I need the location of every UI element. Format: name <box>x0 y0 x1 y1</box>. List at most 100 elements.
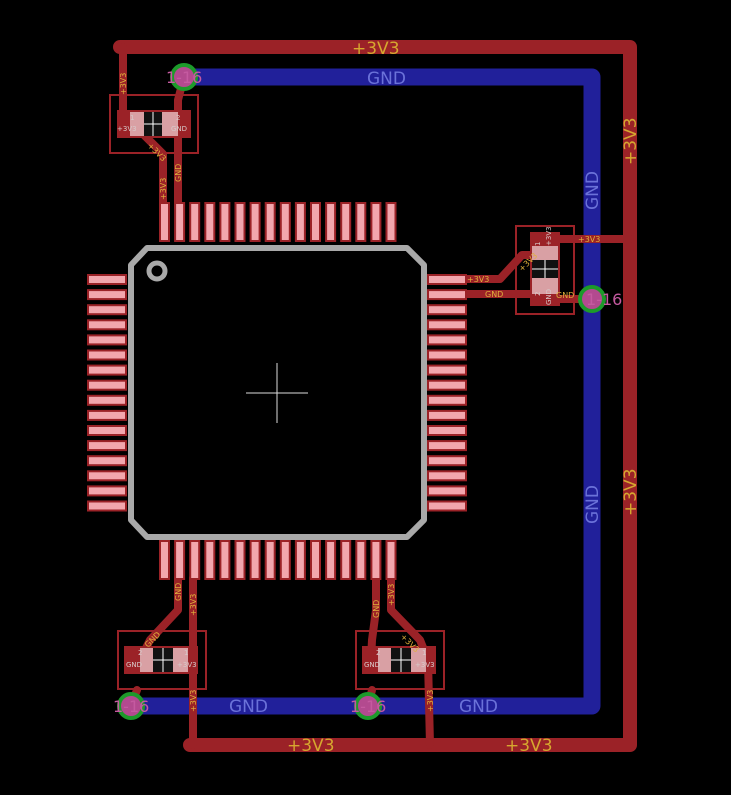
chip-pin-right <box>427 409 467 421</box>
via-right[interactable]: 1-16 <box>578 285 622 313</box>
pad-label-power-cap2: +3V3 <box>545 226 553 246</box>
net-label-ground-top: GND <box>367 69 406 89</box>
pin-one-marker <box>146 260 168 282</box>
chip-pin-top <box>189 202 201 242</box>
chip-pin-top <box>279 202 291 242</box>
net-label-power-right-lower: +3V3 <box>621 468 641 516</box>
chip-pin-bottom <box>385 540 397 580</box>
trace-label-ground-chip-top: GND <box>174 164 183 182</box>
chip-pin-right <box>427 485 467 497</box>
net-label-ground-right-upper: GND <box>583 171 603 210</box>
chip-pin-top <box>204 202 216 242</box>
part-number-one-cap4: 1 <box>422 649 426 657</box>
trace-label-ground-cap2: GND <box>556 291 574 300</box>
chip-pin-top <box>174 202 186 242</box>
via-label-bottom-right: 1-16 <box>350 697 386 716</box>
trace-label-power-chip-bottom-right: +3V3 <box>387 584 396 606</box>
chip-pin-right <box>427 500 467 512</box>
chip-pin-bottom <box>325 540 337 580</box>
trace-label-power-chip-bottom-left: +3V3 <box>189 594 198 616</box>
chip-pin-bottom <box>340 540 352 580</box>
chip-pin-right <box>427 289 467 301</box>
pad-label-ground-cap1: GND <box>171 125 187 133</box>
capacitor-right[interactable] <box>515 225 575 315</box>
chip-pin-right <box>427 319 467 331</box>
pad-label-power-cap4: +3V3 <box>415 661 435 669</box>
power-top-traces[interactable] <box>113 40 637 752</box>
chip-pin-left <box>87 349 127 361</box>
net-label-power-bottom-right: +3V3 <box>505 736 553 756</box>
chip-pin-right <box>427 440 467 452</box>
pad-label-ground-cap4: GND <box>364 661 380 669</box>
chip-pin-top <box>325 202 337 242</box>
chip-pin-left <box>87 379 127 391</box>
part-number-one-cap1: 1 <box>130 114 134 122</box>
chip-pin-top <box>385 202 397 242</box>
chip-pin-left <box>87 364 127 376</box>
chip-pin-top <box>340 202 352 242</box>
trace-label-power-cap4: +3V3 <box>426 690 435 712</box>
via-bottom-left[interactable]: 1-16 <box>113 692 149 720</box>
net-label-ground-bottom-right: GND <box>459 697 498 717</box>
via-label-top-left: 1-16 <box>166 68 202 87</box>
net-labels: +3V3 GND +3V3 GND GND +3V3 GND GND +3V3 … <box>229 39 641 756</box>
net-label-ground-right-lower: GND <box>583 485 603 524</box>
net-label-ground-bottom-left: GND <box>229 697 268 717</box>
chip-pin-left <box>87 274 127 285</box>
chip-pin-left <box>87 500 127 512</box>
chip-pin-top <box>294 202 306 242</box>
chip-pin-left <box>87 304 127 316</box>
via-label-bottom-left: 1-16 <box>113 697 149 716</box>
trace-label-ground-chip-bottom-left: GND <box>174 583 183 601</box>
chip-pin-left <box>87 289 127 301</box>
chip-pin-bottom <box>174 540 186 580</box>
chip-pin-left <box>87 470 127 482</box>
chip-pin-top <box>310 202 321 242</box>
chip-pin-left <box>87 485 127 497</box>
chip-pin-bottom <box>234 540 246 580</box>
chip-pin-top <box>219 202 231 242</box>
part-number-two-cap3: 2 <box>138 649 142 657</box>
part-number-two-cap1: 2 <box>176 114 180 122</box>
chip-pin-bottom <box>249 540 261 580</box>
chip-body[interactable] <box>128 245 427 540</box>
chip-pin-top <box>264 202 276 242</box>
trace-label-power-chip-top: +3V3 <box>159 178 168 200</box>
capacitor-bottom-right[interactable] <box>355 630 445 690</box>
capacitor-bottom-left[interactable] <box>117 630 207 690</box>
chip-pin-left <box>87 440 127 452</box>
chip-pin-right <box>427 470 467 482</box>
net-label-power-bottom-left: +3V3 <box>287 736 335 756</box>
net-label-power-top: +3V3 <box>352 39 400 59</box>
via-bottom-right[interactable]: 1-16 <box>350 692 386 720</box>
pad-label-power-cap3: +3V3 <box>177 661 197 669</box>
trace-label-ground-chip-bottom-right: GND <box>372 600 381 618</box>
chip-pin-bottom <box>310 540 321 580</box>
chip-pin-bottom <box>264 540 276 580</box>
pad-label-power-cap1: +3V3 <box>117 125 137 133</box>
trace-label-ground-chip-right: GND <box>485 290 503 299</box>
trace-label-power-cap3: +3V3 <box>189 690 198 712</box>
chip-pin-top <box>234 202 246 242</box>
chip-pin-right <box>427 394 467 406</box>
chip-pin-left <box>87 334 127 346</box>
part-number-two-cap2: 2 <box>534 292 542 296</box>
chip-pin-bottom <box>189 540 201 580</box>
via-top-left[interactable]: 1-16 <box>166 63 202 91</box>
chip-pin-right <box>427 274 467 285</box>
chip-pin-bottom <box>279 540 291 580</box>
chip-pin-bottom <box>219 540 231 580</box>
capacitor-top-left[interactable] <box>109 94 199 154</box>
chip-pin-right <box>427 304 467 316</box>
chip-pin-top <box>249 202 261 242</box>
chip-pin-left <box>87 409 127 421</box>
chip-pin-right <box>427 364 467 376</box>
chip-pin-right <box>427 425 467 436</box>
chip-pin-left <box>87 394 127 406</box>
net-label-power-right-upper: +3V3 <box>621 117 641 165</box>
chip-pin-right <box>427 334 467 346</box>
chip-pin-top <box>370 202 382 242</box>
pad-labels: +3V3 GND 1 2 +3V3 GND 1 2 GND +3V3 2 1 G… <box>117 114 553 669</box>
chip-pin-top <box>355 202 367 242</box>
